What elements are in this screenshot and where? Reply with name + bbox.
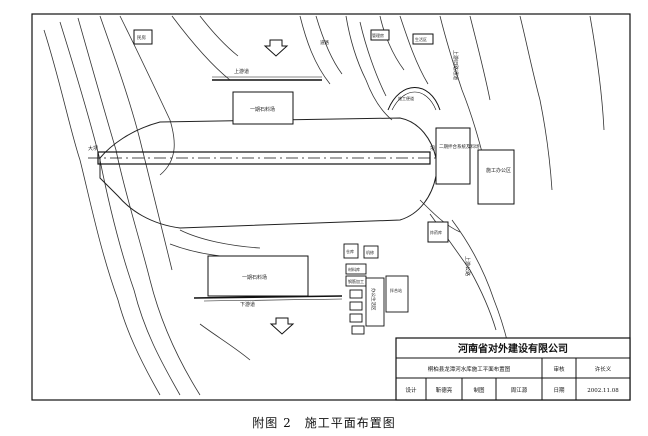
dam-left-end-label: 大坝 (88, 145, 98, 152)
design-label: 设计 (405, 386, 417, 394)
lower-road-edge (203, 298, 343, 302)
lower-road-line (193, 295, 343, 299)
top-left-box-label: 民房 (137, 34, 146, 41)
small-box-1-label: 机修 (366, 249, 374, 255)
drawing-frame (31, 13, 631, 401)
bridge-arc (387, 87, 441, 111)
upper-stockyard-box (232, 91, 294, 125)
designer-name: 靳德亮 (436, 386, 453, 394)
stack-box-4 (351, 325, 365, 335)
drawing-label: 制图 (473, 386, 485, 394)
flow-arrow-bottom-icon (269, 317, 295, 335)
title-block (395, 337, 631, 401)
top-left-box (133, 29, 153, 45)
dam-body-outline (99, 117, 437, 229)
site-layout-drawing: 大坝 坝 上游道 一期石料场 一期石料场 下游道 民房 道路 管理房 生活区 上… (31, 13, 631, 401)
site-office-label: 施工办公区 (486, 167, 511, 174)
lower-bypass-label: 上游公路 (464, 256, 471, 276)
warehouse-box (343, 243, 359, 259)
small-box-1 (363, 245, 379, 259)
small-box-2-label: 材料库 (348, 266, 360, 272)
bridge-arc-inner (391, 91, 437, 111)
company-name: 河南省对外建设有限公司 (458, 342, 568, 355)
dam-right-end-label: 坝 (430, 145, 435, 152)
phase2-area-label: 二期拌合系统及料场 (439, 143, 480, 150)
flow-arrow-top-icon (263, 39, 289, 57)
building-cluster (343, 243, 409, 335)
title-block-frame (395, 337, 631, 401)
work-area-label: 拌合站 (390, 287, 402, 293)
lower-stockyard-box (207, 255, 309, 297)
bridge-label: 施工便道 (398, 95, 414, 101)
warehouse-label: 仓库 (346, 248, 354, 254)
lower-stockyard-label: 一期石料场 (242, 274, 267, 281)
phase2-area-box (435, 127, 471, 185)
contour-lines (43, 15, 605, 396)
site-office-box (477, 149, 515, 205)
building-main-label: 办公生活区 (370, 288, 377, 311)
drafter-name: 周江源 (511, 386, 528, 394)
top-right-box-a-label: 管理房 (372, 32, 384, 38)
top-right-box-b (412, 33, 434, 45)
upper-bypass-label: 上游旧路通道 (452, 50, 459, 80)
stack-box-1 (349, 289, 363, 299)
stack-box-3 (349, 313, 363, 323)
reviewer-name: 许长义 (595, 365, 612, 373)
lower-road-label: 下游道 (240, 301, 255, 308)
material-box-label: 炸药库 (430, 229, 442, 235)
drawing-title: 桐柏县龙潭河水库施工平面布置图 (428, 365, 511, 373)
top-mid-label: 道路 (320, 39, 329, 46)
top-right-box-b-label: 生活区 (415, 36, 427, 42)
upper-road-label: 上游道 (234, 68, 249, 75)
work-area-box (385, 275, 409, 313)
stack-box-2 (349, 301, 363, 311)
review-label: 审核 (553, 365, 565, 373)
building-main-box (365, 277, 385, 327)
small-box-2 (345, 263, 367, 275)
upper-stockyard-label: 一期石料场 (250, 106, 275, 113)
material-box (427, 221, 449, 243)
small-box-3-label: 钢筋加工 (348, 278, 364, 284)
top-right-box-a (370, 29, 390, 41)
figure-caption: 附图 2 施工平面布置图 (252, 416, 396, 430)
drawing-date: 2002.11.08 (587, 388, 619, 394)
date-label: 日期 (553, 387, 565, 394)
